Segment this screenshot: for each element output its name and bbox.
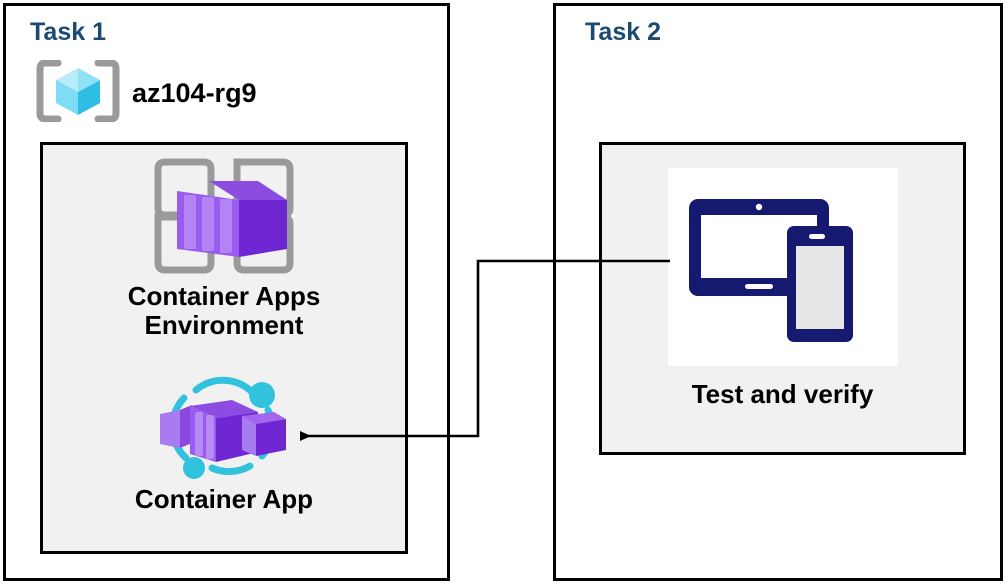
node-container-apps-environment-label: Container Apps Environment xyxy=(127,281,321,341)
node-test-and-verify: Test and verify xyxy=(599,168,966,409)
resource-group-row: az104-rg9 xyxy=(36,59,257,127)
node-container-app: Container App xyxy=(40,372,408,514)
node-test-and-verify-label: Test and verify xyxy=(691,379,874,409)
task-1-title: Task 1 xyxy=(30,18,106,46)
devices-icon-plate xyxy=(667,168,898,366)
container-apps-environment-icon xyxy=(146,155,302,282)
node-container-apps-environment: Container Apps Environment xyxy=(40,155,408,340)
node-container-app-label: Container App xyxy=(134,484,314,514)
container-app-icon xyxy=(146,372,302,485)
resource-group-name: az104-rg9 xyxy=(132,78,257,108)
devices-icon xyxy=(683,185,883,350)
task-2-title: Task 2 xyxy=(585,18,661,46)
resource-group-icon xyxy=(36,59,120,127)
